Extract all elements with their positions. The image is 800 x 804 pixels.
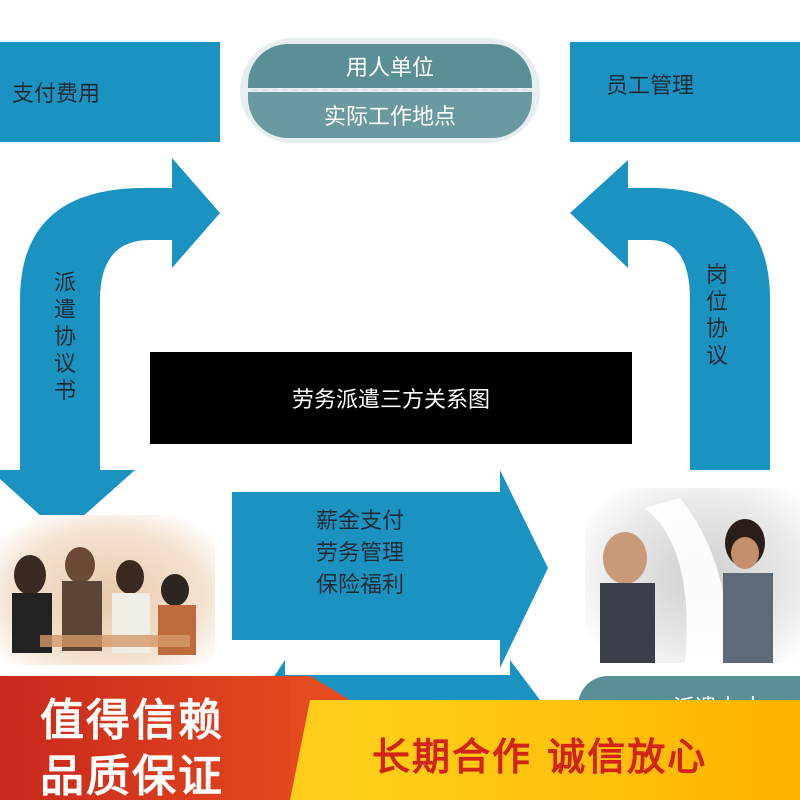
employer-label: 用人单位	[248, 44, 532, 88]
dispatch-char: 派	[53, 271, 76, 296]
job-char: 岗	[705, 263, 728, 288]
footer-yellow-band: 长期合作 诚信放心	[310, 700, 800, 800]
insurance-welfare: 保险福利	[315, 573, 404, 598]
handshake-photo	[585, 488, 800, 663]
job-agreement-text: 岗 位 协 议	[702, 262, 732, 370]
middle-right-arrow	[232, 470, 548, 668]
dispatch-char: 遣	[53, 298, 76, 323]
dispatch-agreement-text: 派 遣 协 议 书	[50, 270, 80, 405]
dispatch-char: 协	[53, 325, 76, 350]
middle-arrow-text: 薪金支付 劳务管理 保险福利	[300, 506, 420, 602]
workplace-label: 实际工作地点	[248, 92, 532, 138]
employer-pill: 用人单位 实际工作地点	[240, 38, 540, 143]
footer-slant	[290, 676, 350, 800]
staff-management-label: 员工管理	[606, 74, 695, 99]
salary-payment: 薪金支付	[315, 509, 404, 534]
pay-fees-box: 支付费用	[0, 42, 220, 142]
left-curved-arrow	[0, 158, 220, 535]
right-curved-arrow	[570, 160, 770, 470]
labor-management: 劳务管理	[315, 541, 404, 566]
dispatch-char: 书	[53, 379, 76, 404]
dispatch-char: 议	[53, 352, 76, 377]
diagram-title: 劳务派遣三方关系图	[150, 352, 632, 444]
meeting-photo	[0, 515, 215, 665]
job-char: 位	[705, 290, 728, 315]
long-term-cooperation-text: 长期合作 诚信放心	[372, 735, 708, 779]
trustworthy-text: 值得信赖	[40, 695, 224, 746]
staff-management-box: 员工管理	[570, 42, 800, 142]
job-char: 议	[705, 344, 728, 369]
quality-guarantee-text: 品质保证	[40, 751, 224, 802]
handshake-photo-art	[585, 488, 800, 663]
pay-fees-label: 支付费用	[12, 82, 101, 107]
job-char: 协	[705, 317, 728, 342]
meeting-photo-art	[0, 515, 215, 665]
footer-red-band: 值得信赖 品质保证	[0, 676, 310, 802]
pill-divider	[252, 89, 528, 91]
